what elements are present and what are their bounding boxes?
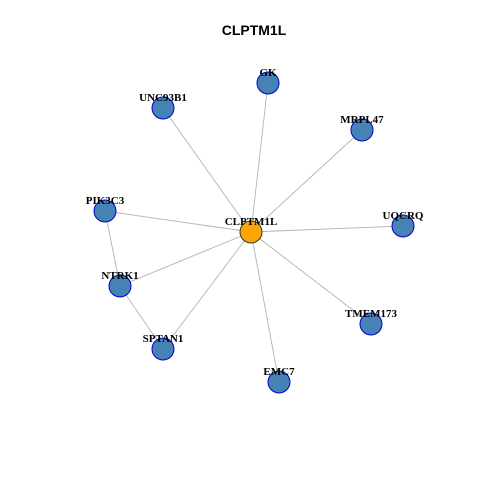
node-label: EMC7 (263, 366, 295, 378)
node-ntrk1[interactable]: NTRK1 (101, 270, 139, 298)
edge-ntrk1-sptan1 (119, 285, 164, 350)
edge-clptm1l-tmem173 (250, 231, 372, 325)
node-circle[interactable] (267, 370, 291, 394)
node-circle[interactable] (256, 71, 280, 95)
edge-clptm1l-mrpl47 (250, 129, 363, 233)
node-label: PIK3C3 (86, 195, 125, 207)
edge-clptm1l-emc7 (250, 231, 280, 383)
node-emc7[interactable]: EMC7 (263, 366, 295, 394)
node-tmem173[interactable]: TMEM173 (345, 308, 397, 336)
node-label: CLPTM1L (225, 216, 278, 228)
node-label: NTRK1 (101, 270, 138, 282)
node-unc93b1[interactable]: UNC93B1 (139, 92, 187, 120)
node-clptm1l[interactable]: CLPTM1L (225, 216, 278, 244)
node-label: UNC93B1 (139, 92, 187, 104)
node-gk[interactable]: GK (256, 67, 280, 95)
node-circle[interactable] (391, 214, 415, 238)
node-circle[interactable] (359, 312, 383, 336)
diagram-title: CLPTM1L (222, 22, 287, 38)
edge-clptm1l-gk (250, 82, 269, 233)
node-label: MRPL47 (340, 114, 384, 126)
node-circle[interactable] (93, 199, 117, 223)
node-mrpl47[interactable]: MRPL47 (340, 114, 384, 142)
node-pik3c3[interactable]: PIK3C3 (86, 195, 125, 223)
node-circle[interactable] (151, 96, 175, 120)
node-circle[interactable] (350, 118, 374, 142)
edge-clptm1l-sptan1 (162, 231, 252, 350)
node-label: TMEM173 (345, 308, 397, 320)
node-sptan1[interactable]: SPTAN1 (143, 333, 184, 361)
edge-clptm1l-uqcrq (250, 225, 404, 233)
edge-pik3c3-ntrk1 (104, 210, 121, 287)
node-circle[interactable] (151, 337, 175, 361)
node-label: UQCRQ (383, 210, 424, 222)
node-circle[interactable] (108, 274, 132, 298)
edges-layer (104, 82, 404, 383)
edge-clptm1l-ntrk1 (119, 231, 252, 287)
node-circle[interactable] (239, 220, 263, 244)
edge-clptm1l-unc93b1 (162, 107, 252, 233)
node-label: SPTAN1 (143, 333, 184, 345)
node-uqcrq[interactable]: UQCRQ (383, 210, 424, 238)
node-label: GK (259, 67, 277, 79)
edge-clptm1l-pik3c3 (104, 210, 252, 233)
